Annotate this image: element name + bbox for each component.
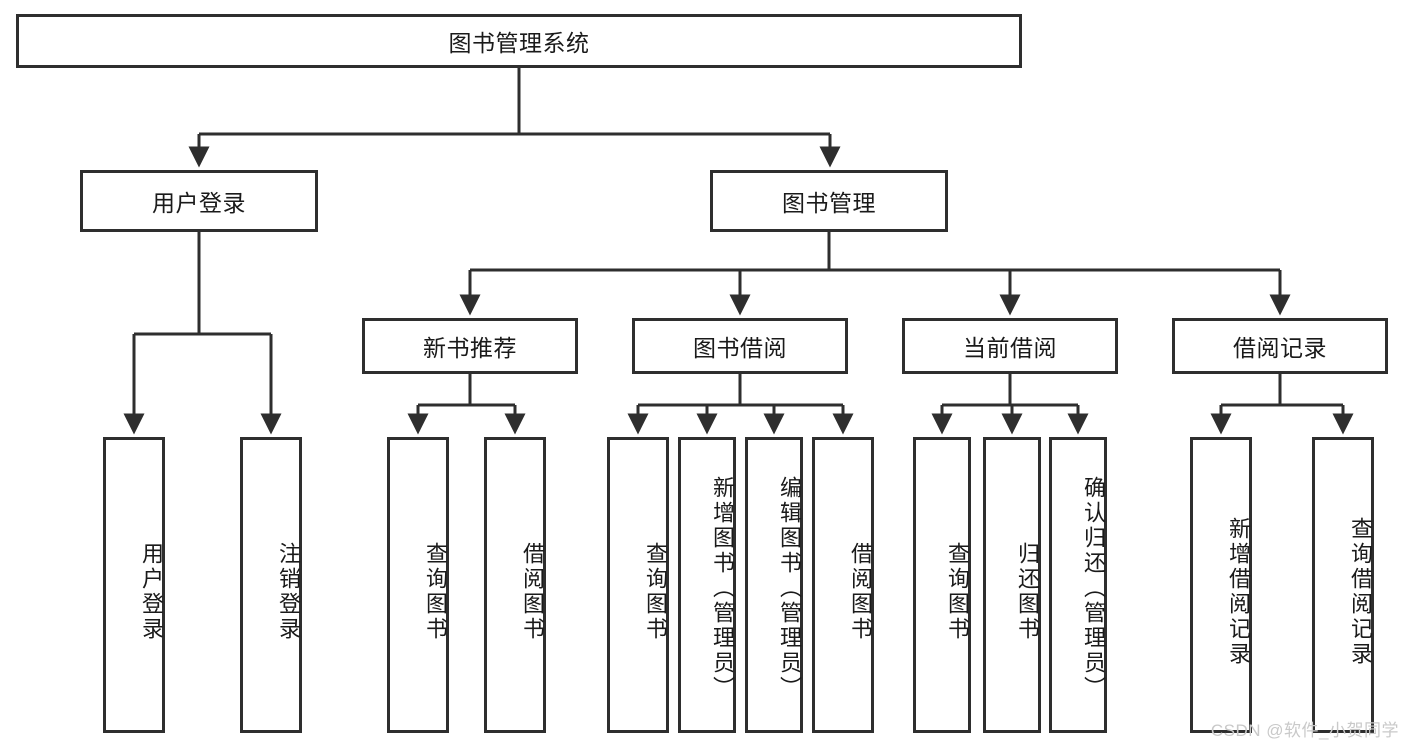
leaf-logout-login[interactable]: 注销登录 <box>240 437 302 733</box>
node-book-management-label: 图书管理 <box>782 190 876 216</box>
leaf-return-book[interactable]: 归还图书 <box>983 437 1041 733</box>
csdn-watermark: CSDN @软件_小贺同学 <box>1210 721 1399 740</box>
node-current-borrow-label: 当前借阅 <box>963 335 1057 361</box>
leaf-query-book-recommend[interactable]: 查询图书 <box>387 437 449 733</box>
node-borrow-record-label: 借阅记录 <box>1233 335 1327 361</box>
leaf-edit-book-admin[interactable]: 编辑图书（管理员） <box>745 437 803 733</box>
node-borrow-record[interactable]: 借阅记录 <box>1172 318 1388 374</box>
leaf-query-book-current-label: 查询图书 <box>945 542 970 642</box>
node-root-label: 图书管理系统 <box>448 30 590 56</box>
node-root[interactable]: 图书管理系统 <box>16 14 1022 68</box>
leaf-return-book-label: 归还图书 <box>1015 542 1040 642</box>
leaf-borrow-book[interactable]: 借阅图书 <box>812 437 874 733</box>
node-new-book-recommend-label: 新书推荐 <box>423 335 517 361</box>
leaf-query-book-borrow[interactable]: 查询图书 <box>607 437 669 733</box>
node-current-borrow[interactable]: 当前借阅 <box>902 318 1118 374</box>
node-book-borrow[interactable]: 图书借阅 <box>632 318 848 374</box>
node-book-borrow-label: 图书借阅 <box>693 335 787 361</box>
leaf-query-borrow-record-label: 查询借阅记录 <box>1348 517 1373 667</box>
leaf-confirm-return-admin[interactable]: 确认归还（管理员） <box>1049 437 1107 733</box>
node-user-login-label: 用户登录 <box>152 190 246 216</box>
leaf-borrow-book-recommend-label: 借阅图书 <box>520 542 545 642</box>
node-book-management[interactable]: 图书管理 <box>710 170 948 232</box>
leaf-user-login-label: 用户登录 <box>139 542 164 642</box>
leaf-query-borrow-record[interactable]: 查询借阅记录 <box>1312 437 1374 733</box>
leaf-query-book-borrow-label: 查询图书 <box>643 542 668 642</box>
leaf-logout-login-label: 注销登录 <box>276 542 301 642</box>
node-user-login[interactable]: 用户登录 <box>80 170 318 232</box>
leaf-add-borrow-record-label: 新增借阅记录 <box>1226 517 1251 667</box>
leaf-add-book-admin[interactable]: 新增图书（管理员） <box>678 437 736 733</box>
leaf-user-login[interactable]: 用户登录 <box>103 437 165 733</box>
leaf-confirm-return-admin-label: 确认归还（管理员） <box>1081 475 1106 701</box>
leaf-add-book-admin-label: 新增图书（管理员） <box>710 475 735 701</box>
leaf-edit-book-admin-label: 编辑图书（管理员） <box>777 475 802 701</box>
leaf-borrow-book-recommend[interactable]: 借阅图书 <box>484 437 546 733</box>
leaf-query-book-recommend-label: 查询图书 <box>423 542 448 642</box>
node-new-book-recommend[interactable]: 新书推荐 <box>362 318 578 374</box>
leaf-add-borrow-record[interactable]: 新增借阅记录 <box>1190 437 1252 733</box>
leaf-query-book-current[interactable]: 查询图书 <box>913 437 971 733</box>
leaf-borrow-book-label: 借阅图书 <box>848 542 873 642</box>
